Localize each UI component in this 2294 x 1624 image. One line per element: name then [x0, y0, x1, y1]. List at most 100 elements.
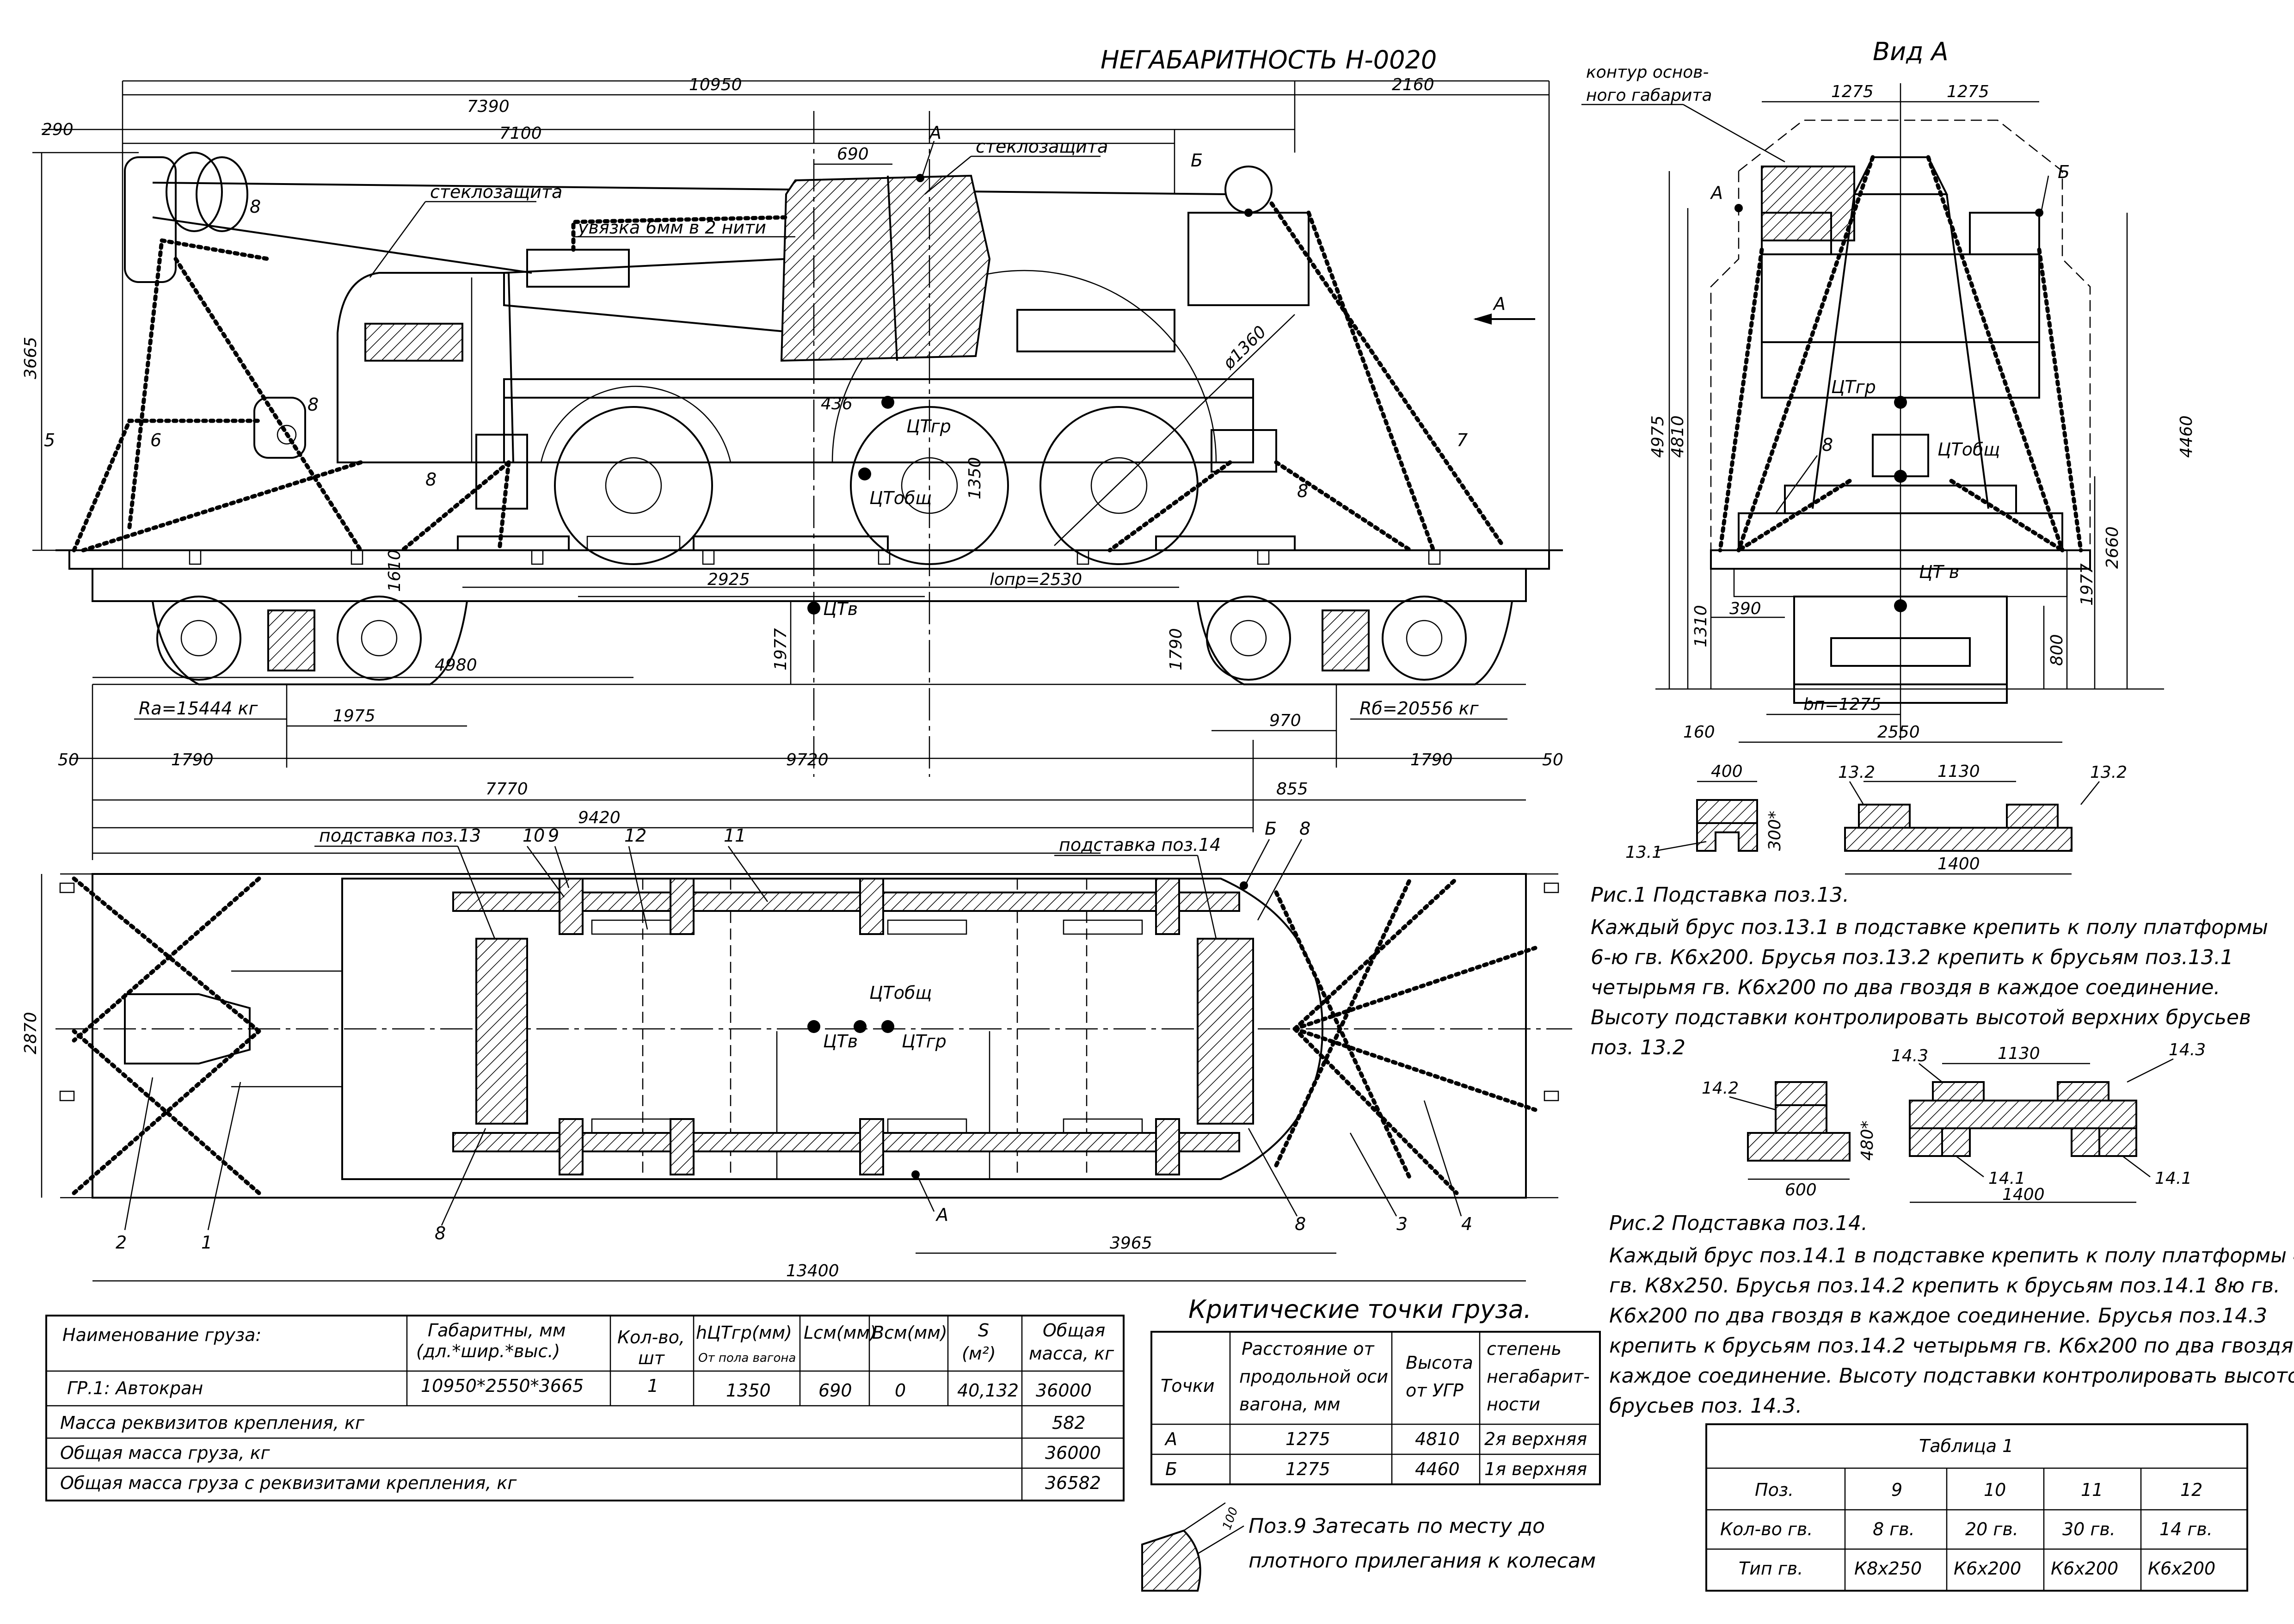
label-pos8-a: 8	[250, 197, 261, 217]
label-ct-obsh-side: ЦТобщ	[869, 488, 932, 508]
table1-r1-c4: 14 гв.	[2159, 1519, 2213, 1539]
fig2-dim-480: 480*	[1858, 1120, 1877, 1161]
dim-10950: 10950	[689, 75, 742, 94]
plan-dim-3965: 3965	[1110, 1234, 1152, 1253]
fig2-line-3: К6х200 по два гвоздя в каждое соединение…	[1609, 1304, 2267, 1328]
note9-dim: 100	[1220, 1505, 1241, 1532]
dim-4810: 4810	[1668, 415, 1687, 458]
crit-r2-point: Б	[1165, 1459, 1177, 1479]
dim-7390: 7390	[467, 97, 510, 116]
critical-points: Критические точки груза. Точки Расстояни…	[1150, 1295, 1601, 1485]
fig1-pos-132-b: 13.2	[2090, 763, 2127, 782]
drawing-title: НЕГАБАРИТНОСТЬ Н-0020	[1101, 45, 1437, 74]
fig2-dim-600: 600	[1785, 1181, 1817, 1200]
table1-h-col-10: 10	[1984, 1480, 2006, 1500]
table1-title: Таблица 1	[1919, 1436, 2013, 1456]
plan-stand-13: подставка поз.13	[319, 825, 481, 846]
note9-line-1: Поз.9 Затесать по месту до	[1248, 1514, 1545, 1538]
plan-pos-12: 12	[624, 825, 646, 846]
dim-4980: 4980	[435, 656, 477, 675]
table1-r2-c1: К8х250	[1854, 1558, 1922, 1579]
side-lashings	[72, 201, 1505, 553]
view-a-title: Вид А	[1873, 37, 1949, 66]
table1-r1-c3: 30 гв.	[2062, 1519, 2116, 1539]
dim-9420: 9420	[578, 808, 621, 827]
summary-value-1: 582	[1052, 1413, 1086, 1433]
dim-1610: 1610	[385, 549, 404, 592]
fig2-line-4: крепить к брусьям поз.14.2 четырьмя гв. …	[1609, 1334, 2294, 1358]
label-ra: Ra=15444 кг	[139, 698, 258, 719]
table1-h-col-11: 11	[2081, 1480, 2103, 1500]
crit-r2-degree: 1я верхняя	[1484, 1459, 1587, 1479]
cargo-row-dims: 10950*2550*3665	[421, 1376, 584, 1396]
crit-h-point: Точки	[1161, 1376, 1215, 1396]
dim-9720: 9720	[786, 750, 829, 769]
label-point-a-side: А	[928, 123, 941, 143]
critical-title: Критические точки груза.	[1188, 1295, 1531, 1324]
fig1-dim-1130: 1130	[1937, 762, 1980, 781]
label-bp: bп=1275	[1803, 695, 1881, 714]
dim-160: 160	[1683, 723, 1715, 742]
table1-r2-c3: К6х200	[2051, 1558, 2118, 1579]
summary-value-3: 36582	[1045, 1473, 1101, 1493]
dim-3665: 3665	[21, 337, 40, 379]
dim-1790-right: 1790	[1410, 750, 1453, 769]
label-pos5: 5	[44, 430, 55, 450]
crit-h-h-2: от УГР	[1406, 1380, 1464, 1401]
dim-290: 290	[42, 120, 74, 139]
label-l-pr: lопр=2530	[990, 570, 1082, 589]
fig1-caption: Рис.1 Подставка поз.13.	[1591, 883, 1849, 907]
dim-1275-b: 1275	[1947, 82, 1989, 101]
fig2-line-6: брусьев поз. 14.3.	[1609, 1394, 1802, 1418]
fig1-dim-400: 400	[1711, 762, 1743, 781]
plan-pos-4: 4	[1461, 1214, 1472, 1234]
dim-7770: 7770	[486, 780, 528, 799]
crit-r1-height: 4810	[1415, 1429, 1460, 1449]
label-ct-v-side: ЦТв	[823, 599, 858, 619]
label-view-arrow: А	[1492, 294, 1506, 314]
side-wood-bars	[457, 535, 1296, 551]
plan-pos-3: 3	[1396, 1214, 1408, 1234]
summary-label-1: Масса реквизитов крепления, кг	[60, 1413, 365, 1433]
plan-ct-v: ЦТв	[823, 1031, 858, 1052]
label-point-a-end: А	[1710, 183, 1723, 203]
fig1-line-2: 6-ю гв. К6х200. Брусья поз.13.2 крепить …	[1591, 946, 2233, 969]
fig2-pos-142: 14.2	[1702, 1079, 1739, 1098]
dim-4975: 4975	[1648, 415, 1667, 458]
cargo-h-lcm: Lсм(мм)	[804, 1323, 877, 1343]
label-pos8-end: 8	[1822, 435, 1833, 455]
plan-pos-b: Б	[1265, 818, 1277, 839]
cargo-row-bcm: 0	[895, 1380, 906, 1401]
fig2-line-5: каждое соединение. Высоту подставки конт…	[1609, 1364, 2294, 1388]
summary-label-3: Общая масса груза с реквизитами креплени…	[60, 1473, 517, 1493]
cargo-row-h: 1350	[726, 1380, 771, 1401]
label-glass-2: стеклозащита	[976, 136, 1108, 157]
cargo-row-s: 40,132	[957, 1380, 1019, 1401]
dim-2160: 2160	[1392, 75, 1434, 94]
crit-h-h-1: Высота	[1406, 1353, 1473, 1373]
table1-r2-c4: К6х200	[2148, 1558, 2215, 1579]
note9-line-2: плотного прилегания к колесам	[1248, 1549, 1596, 1573]
label-pos8-d: 8	[1297, 481, 1308, 501]
plan-pos-1: 1	[201, 1232, 212, 1253]
summary-value-2: 36000	[1045, 1443, 1101, 1463]
crit-h-deg-1: степень	[1487, 1339, 1562, 1359]
dim-1790-left: 1790	[171, 750, 214, 769]
label-ct-gr-side: ЦТгр	[906, 416, 951, 437]
crit-h-deg-3: ности	[1487, 1394, 1540, 1415]
cargo-h-s-2: (м²)	[962, 1343, 996, 1364]
table-1: Таблица 1 Поз. 9 10 11 12 Кол-во гв. 8 г…	[1705, 1423, 2248, 1592]
label-pos8-b: 8	[308, 394, 319, 415]
dim-390: 390	[1729, 599, 1761, 618]
table1-h-col-12: 12	[2180, 1480, 2202, 1500]
table1-h-col-9: 9	[1891, 1480, 1902, 1500]
dim-50-left: 50	[58, 750, 79, 769]
cargo-h-dims-1: Габаритны, мм	[428, 1320, 566, 1341]
plan-view: ЦТобщ ЦТв ЦТгр подставка поз.13 подставк…	[21, 818, 1572, 1282]
fig1-pos-132-a: 13.2	[1838, 763, 1875, 782]
dim-1275-a: 1275	[1831, 82, 1874, 101]
cargo-row-lcm: 690	[818, 1380, 852, 1401]
bogie-right	[1197, 596, 1513, 685]
dim-436: 436	[821, 394, 853, 413]
